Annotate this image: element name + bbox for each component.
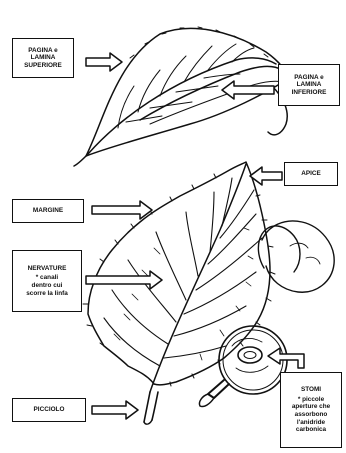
pointer-arrows	[86, 53, 304, 419]
label-apex-text: APICE	[301, 170, 321, 178]
label-stomata-note-2: aperture che	[292, 403, 330, 411]
label-veins: NERVATURE * canali dentro cui scorre la …	[12, 250, 82, 312]
side-leaf-stem	[74, 156, 86, 166]
label-veins-note-3: scorre la linfa	[26, 290, 68, 298]
label-petiole: PICCIOLO	[12, 398, 86, 422]
stoma-pore	[244, 352, 256, 359]
label-stomata-note-5: carbonica	[292, 426, 330, 434]
label-lower-surface: PAGINA e LAMINA INFERIORE	[278, 64, 340, 106]
label-stomata-note-4: l'anidride	[292, 419, 330, 427]
label-veins-note-1: * canali	[26, 274, 68, 282]
arrow-petiole	[92, 401, 138, 419]
round-leaf-detail	[290, 243, 320, 264]
label-margin-text: MARGINE	[33, 207, 63, 215]
label-margin: MARGINE	[12, 199, 84, 223]
arrow-upper-surface	[86, 53, 122, 71]
arrow-lower-surface	[222, 81, 274, 99]
label-upper-surface-line-2: LAMINA	[24, 54, 62, 62]
label-upper-surface: PAGINA e LAMINA SUPERIORE	[12, 38, 74, 78]
label-stomata-note-3: assorbono	[292, 411, 330, 419]
round-leaf-right	[262, 221, 334, 292]
label-upper-surface-line-1: PAGINA e	[24, 47, 62, 55]
label-veins-title: NERVATURE	[28, 265, 67, 273]
main-leaf-outline	[88, 162, 270, 385]
label-stomata: STOMI * piccole aperture che assorbono l…	[280, 372, 342, 448]
label-upper-surface-line-3: SUPERIORE	[24, 62, 62, 70]
front-view-leaf	[83, 162, 275, 424]
label-lower-surface-line-1: PAGINA e	[292, 74, 327, 82]
magnifier-handle	[208, 380, 229, 398]
side-leaf-midrib	[88, 58, 276, 154]
round-leaf-left	[258, 226, 300, 272]
arrow-margin	[92, 201, 152, 219]
label-veins-note-2: dentro cui	[26, 282, 68, 290]
label-lower-surface-line-3: INFERIORE	[292, 89, 327, 97]
petiole-end	[144, 420, 152, 424]
stoma-guard-cell	[238, 347, 262, 363]
label-apex: APICE	[284, 162, 338, 186]
side-view-leaf	[74, 27, 287, 166]
label-lower-surface-line-2: LAMINA	[292, 81, 327, 89]
magnifier-icon	[199, 326, 287, 407]
petiole-stem	[144, 392, 158, 422]
arrow-apex	[250, 167, 282, 185]
label-petiole-text: PICCIOLO	[34, 406, 65, 414]
label-stomata-note-1: * piccole	[292, 396, 330, 404]
label-stomata-title: STOMI	[301, 386, 321, 394]
